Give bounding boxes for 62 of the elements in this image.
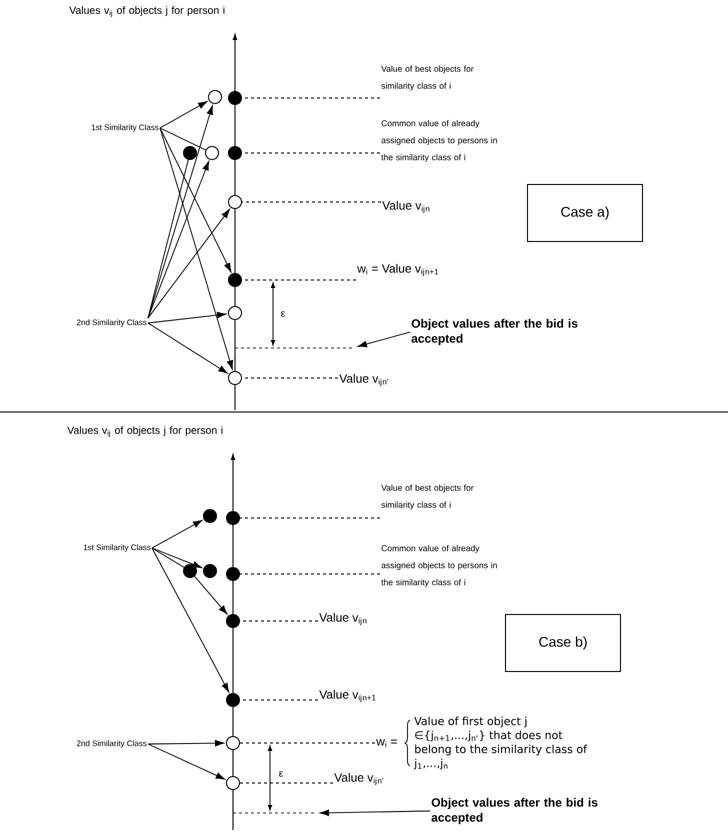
arrow [194,576,228,614]
arrow [148,312,226,324]
filled-dot [228,146,242,160]
axis-title: Values v$_{ij}$ of objects j for person i [69,6,224,17]
open-circle [226,776,240,790]
case-box: Case a) [527,184,643,242]
value-label: Value v$_{ijn'}$ [339,374,388,386]
filled-dot [226,693,240,707]
arrow [148,208,230,319]
annotation-text: Object values after the bid is accepted [412,318,578,346]
filled-dot [228,91,242,105]
open-circle [228,195,242,209]
filled-dot [226,567,240,581]
class-label: 1st Similarity Class [84,544,150,552]
dimension-label: ε [279,771,284,777]
filled-dot [228,273,242,287]
equation-label: w$_{i}$ = [376,739,397,748]
arrow [148,322,228,374]
arrow [320,810,430,816]
filled-dot [203,509,217,523]
arrow [152,548,202,568]
arrow [148,161,210,319]
open-circle [228,306,242,320]
connector-line [152,548,184,568]
value-label: Value v$_{ijn'}$ [334,772,383,786]
axis-title: Values v$_{ij}$ of objects j for person i [67,426,222,437]
class-label: 2nd Similarity Class [76,740,146,748]
class-label: 1st Similarity Class [92,124,158,132]
filled-dot [226,511,240,525]
class-label: 2nd Similarity Class [76,319,146,327]
leader-line [240,782,334,784]
connector-line [148,159,189,319]
case-box: Case b) [505,614,621,672]
filled-dot [183,564,197,578]
arrow [152,520,202,548]
open-circle [205,146,219,160]
filled-dot [226,614,240,628]
filled-dot [183,146,197,160]
arrow [148,744,226,780]
open-circle [208,90,222,104]
arrow [160,101,208,128]
arrow [152,548,230,692]
annotation-text: Value of best objects for similarity class of i [381,484,474,510]
value-label: Value v$_{ijn}$ [382,200,430,214]
leader-line [240,742,376,744]
filled-dot [203,564,217,578]
annotation-text: Value of first object j ∈{j$_{n+1}$,...,j$_{n'}$} that does not belong to the similarity class of j$_{1}$,...,j$_{n}$ [414,716,588,770]
open-circle [228,371,242,385]
value-label: w$_{i}$ = Value v$_{ijn+1}$ [357,264,438,276]
dimension-label: ε [281,311,286,317]
arrow [160,128,232,272]
value-label: Value v$_{ijn+1}$ [319,690,376,702]
annotation-text: Common value of already assigned objects to persons in the similarity class of i [381,545,497,587]
annotation-text: Value of best objects for similarity class of i [381,66,474,90]
annotation-text: Common value of already assigned objects to persons in the similarity class of i [381,120,497,162]
value-label: Value v$_{ijn}$ [319,612,366,626]
open-circle [226,736,240,750]
arrow [358,332,410,348]
connector-line [160,128,206,150]
arrow [160,128,234,370]
annotation-text: Object values after the bid is accepted [432,798,598,824]
arrow [148,740,224,746]
